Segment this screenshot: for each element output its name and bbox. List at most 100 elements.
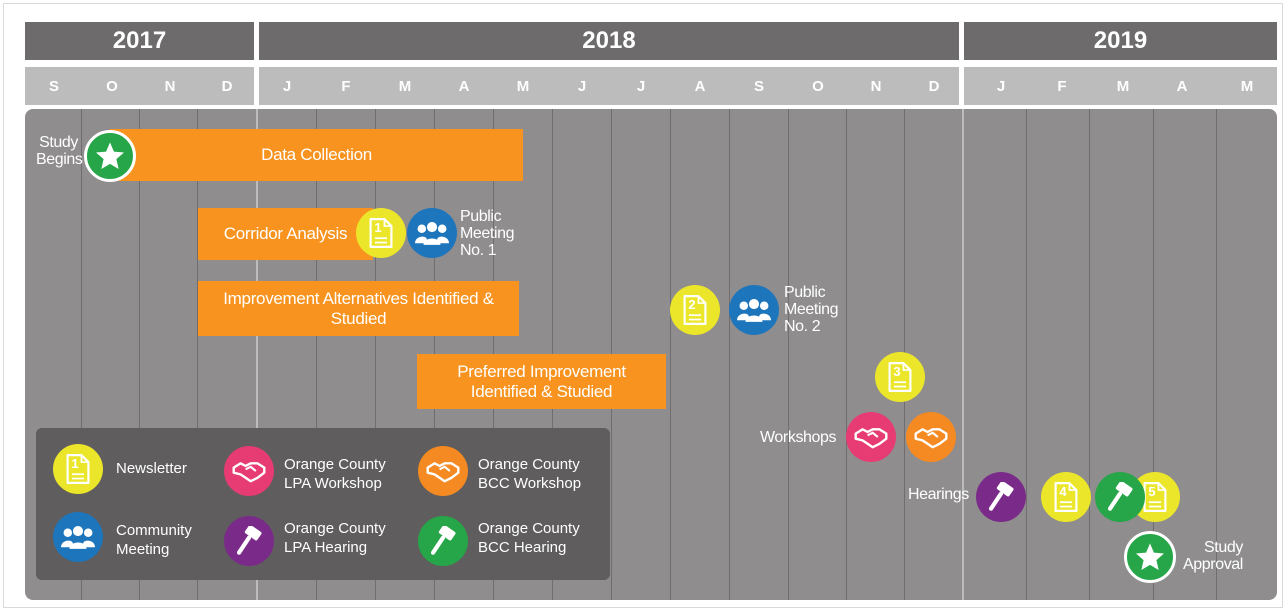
- month-oct-2018: O: [812, 77, 824, 95]
- month-jul-2018: J: [636, 77, 646, 95]
- lpa-hearing-gavel-icon: [976, 472, 1026, 522]
- newsletter-4-icon: 4: [1041, 472, 1091, 522]
- grid-line: [139, 109, 140, 600]
- grid-line: [1026, 109, 1027, 600]
- grid-line: [729, 109, 730, 600]
- newsletter-4-number: 4: [1059, 483, 1067, 499]
- year-divider-2: [959, 22, 964, 107]
- legend-newsletter-icon: 1: [53, 444, 103, 494]
- month-nov-2017: N: [164, 77, 176, 95]
- month-may-2018: M: [516, 77, 530, 95]
- corridor-analysis-bar: Corridor Analysis: [198, 208, 373, 260]
- newsletter-1-number: 1: [374, 219, 382, 235]
- bcc-workshop-handshake-icon: [906, 412, 956, 462]
- public-meeting-1-line3: No. 1: [460, 241, 497, 259]
- hearings-label: Hearings: [908, 486, 969, 503]
- grid-line: [1216, 109, 1217, 600]
- grid-line: [81, 109, 82, 600]
- month-aug-2018: A: [694, 77, 706, 95]
- grid-line: [670, 109, 671, 600]
- newsletter-2-number: 2: [688, 296, 696, 312]
- study-approval-label: Study Approval: [1183, 539, 1243, 574]
- study-approval-line2: Approval: [1183, 555, 1243, 573]
- legend-lpa-workshop-icon: [224, 446, 274, 496]
- study-begins-label: Study Begins: [36, 134, 83, 169]
- month-feb-2018: F: [341, 77, 351, 95]
- legend-community-line1: Community: [116, 522, 192, 539]
- public-meeting-1-label: Public Meeting No. 1: [460, 208, 515, 259]
- public-meeting-2-label: Public Meeting No. 2: [784, 284, 839, 335]
- public-meeting-1-line2: Meeting: [460, 224, 515, 242]
- month-mar-2018: M: [398, 77, 412, 95]
- data-collection-bar: Data Collection: [110, 129, 523, 181]
- legend-community-label: Community Meeting: [116, 522, 192, 560]
- study-begins-line2: Begins: [36, 150, 83, 168]
- lpa-workshop-handshake-icon: [846, 412, 896, 462]
- public-meeting-2-line3: No. 2: [784, 317, 821, 335]
- legend-bcc-hearing-line2: BCC Hearing: [478, 538, 567, 556]
- legend-lpa-workshop-line2: LPA Workshop: [284, 474, 382, 492]
- grid-line: [256, 109, 258, 600]
- legend-bcc-hearing-icon: [418, 516, 468, 566]
- legend-bcc-hearing-label: Orange County BCC Hearing: [478, 520, 580, 558]
- legend-lpa-hearing-line1: Orange County: [284, 520, 386, 537]
- year-2017: 2017: [25, 22, 254, 60]
- study-approval-star-icon: [1124, 531, 1176, 583]
- newsletter-5-number: 5: [1148, 483, 1156, 499]
- newsletter-3-number: 3: [893, 363, 901, 379]
- month-oct-2017: O: [106, 77, 118, 95]
- preferred-improvement-line2: Identified & Studied: [470, 381, 613, 401]
- legend: 1 Newsletter Community Meeting Orange Co…: [36, 428, 610, 580]
- month-dec-2017: D: [221, 77, 233, 95]
- legend-lpa-hearing-icon: [224, 516, 274, 566]
- legend-community-icon: [53, 512, 103, 562]
- newsletter-1-icon: 1: [356, 208, 406, 258]
- grid-line: [788, 109, 789, 600]
- month-may-2019: M: [1240, 77, 1254, 95]
- grid-line: [197, 109, 198, 600]
- improvement-alternatives-bar: Improvement Alternatives Identified & St…: [198, 281, 519, 336]
- public-meeting-2-line2: Meeting: [784, 300, 839, 318]
- study-approval-line1: Study: [1204, 539, 1243, 556]
- public-meeting-1-line1: Public: [460, 208, 502, 225]
- month-jan-2019: J: [996, 77, 1006, 95]
- grid-line: [316, 109, 317, 600]
- year-2019: 2019: [964, 22, 1277, 60]
- month-jan-2018: J: [282, 77, 292, 95]
- legend-community-line2: Meeting: [116, 540, 170, 558]
- newsletter-2-icon: 2: [670, 285, 720, 335]
- preferred-improvement-line1: Preferred Improvement: [457, 361, 626, 381]
- legend-lpa-hearing-line2: LPA Hearing: [284, 538, 368, 556]
- legend-newsletter-number: 1: [71, 455, 79, 471]
- legend-lpa-workshop-line1: Orange County: [284, 456, 386, 473]
- month-jun-2018: J: [577, 77, 587, 95]
- legend-bcc-hearing-line1: Orange County: [478, 520, 580, 537]
- month-mar-2019: M: [1116, 77, 1130, 95]
- study-begins-line1: Study: [39, 134, 78, 151]
- month-feb-2019: F: [1057, 77, 1067, 95]
- legend-bcc-workshop-line1: Orange County: [478, 456, 580, 473]
- grid-line: [375, 109, 376, 600]
- legend-lpa-workshop-label: Orange County LPA Workshop: [284, 456, 386, 494]
- bcc-hearing-gavel-icon: [1095, 472, 1145, 522]
- month-apr-2019: A: [1176, 77, 1188, 95]
- preferred-improvement-bar: Preferred Improvement Identified & Studi…: [417, 354, 666, 409]
- newsletter-3-icon: 3: [875, 352, 925, 402]
- study-begins-star-icon: [84, 130, 136, 182]
- month-sep-2018: S: [753, 77, 764, 95]
- workshops-label: Workshops: [760, 429, 837, 446]
- month-bar: [25, 67, 1277, 105]
- legend-bcc-workshop-line2: BCC Workshop: [478, 474, 582, 492]
- legend-lpa-hearing-label: Orange County LPA Hearing: [284, 520, 386, 558]
- year-divider-1: [254, 22, 259, 107]
- public-meeting-2-line1: Public: [784, 284, 826, 301]
- month-dec-2018: D: [928, 77, 940, 95]
- legend-bcc-workshop-label: Orange County BCC Workshop: [478, 456, 581, 494]
- month-apr-2018: A: [458, 77, 470, 95]
- legend-newsletter-label: Newsletter: [116, 460, 187, 477]
- month-nov-2018: N: [870, 77, 882, 95]
- grid-line: [846, 109, 847, 600]
- grid-line: [962, 109, 964, 600]
- grid-line: [1089, 109, 1090, 600]
- year-2018: 2018: [259, 22, 959, 60]
